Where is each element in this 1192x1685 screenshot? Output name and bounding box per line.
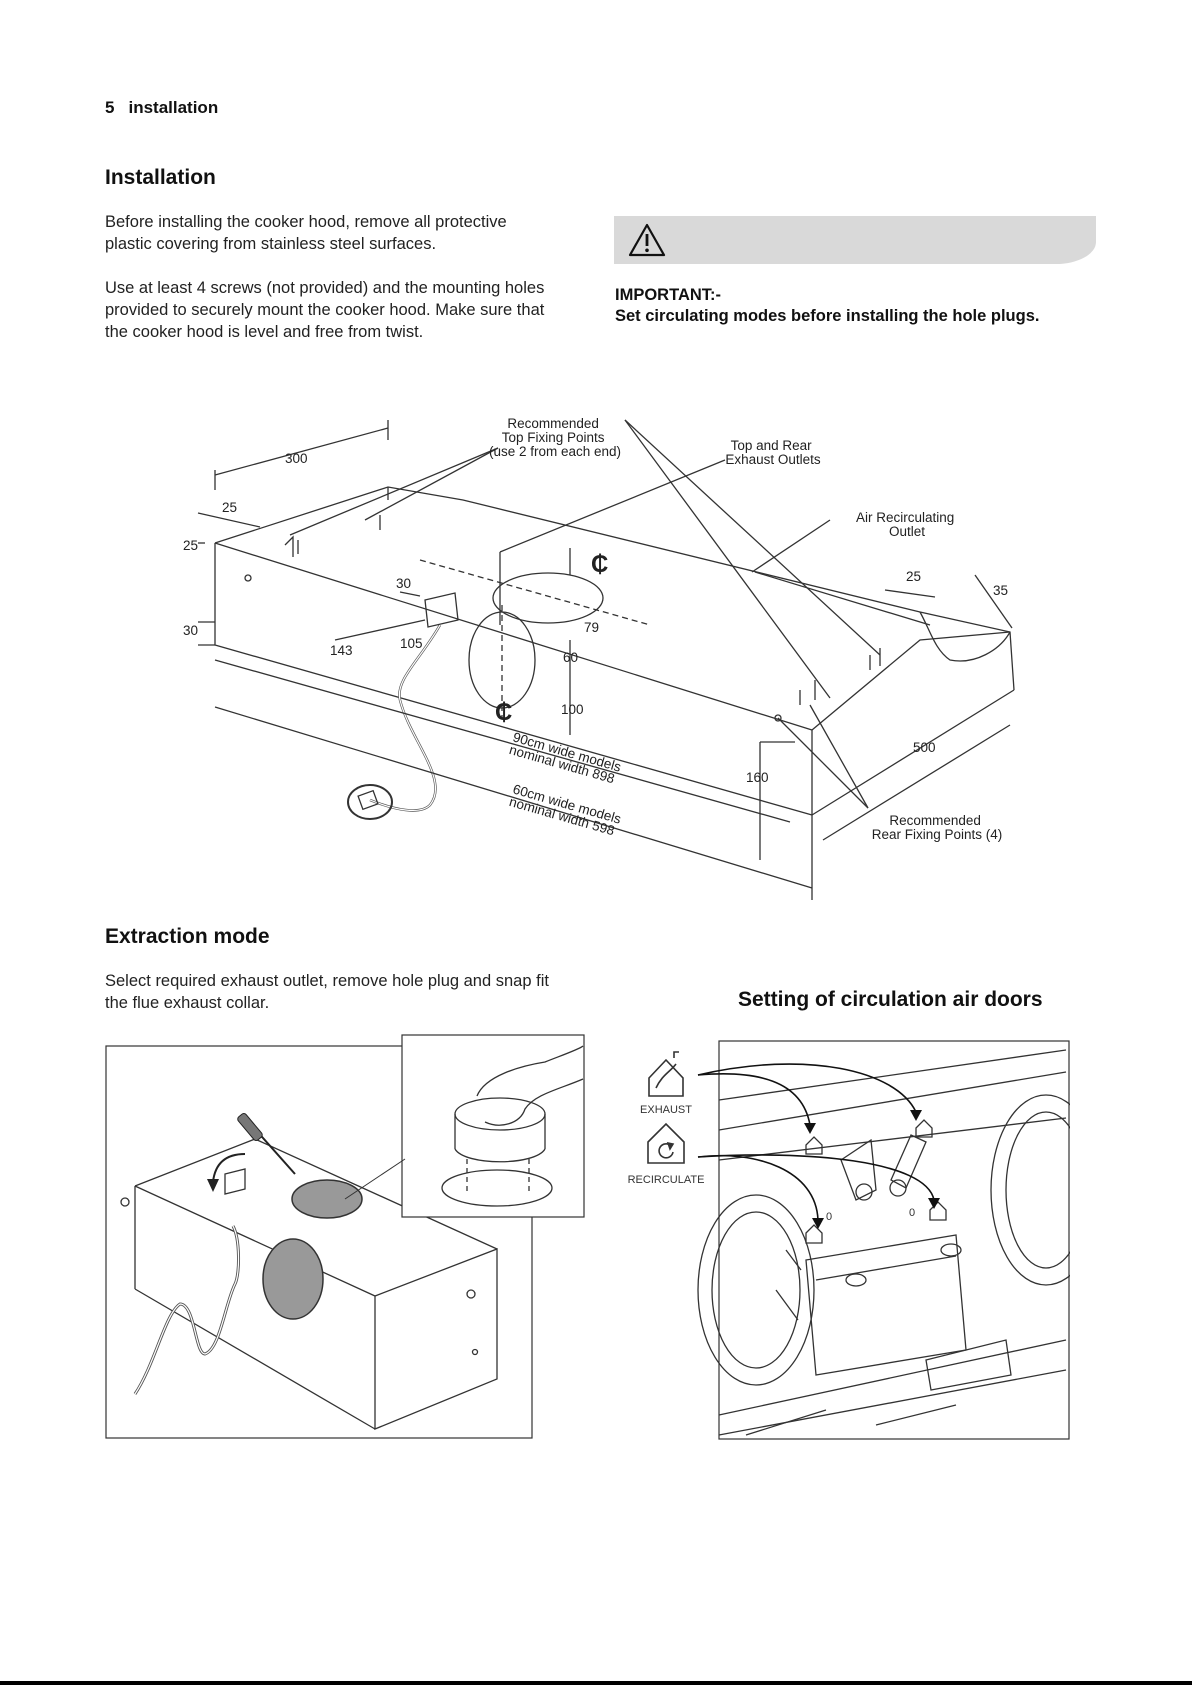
text-line: Use at least 4 screws (not provided) and… [105,279,545,297]
dim-143: 143 [330,643,353,658]
dim-105: 105 [400,636,423,651]
dim-160: 160 [746,770,769,785]
text-line: the flue exhaust collar. [105,994,270,1012]
footer-rule [0,1681,1192,1685]
page-header: 5 installation [105,98,218,118]
exhaust-house-icon [648,1051,684,1097]
hood-dimension-diagram: Recommended Top Fixing Points (use 2 fro… [183,416,1015,900]
dim-300: 300 [285,451,308,466]
screwdriver-icon [237,1113,296,1175]
important-label: IMPORTANT:- [615,286,722,304]
label-top-rear-exhaust: Top and Rear Exhaust Outlets [725,438,821,467]
zero-mark-left: 0 [826,1211,832,1223]
extraction-paragraph: Select required exhaust outlet, remove h… [105,970,549,1014]
dim-35: 35 [993,583,1008,598]
label-recommended-top-fixing: Recommended Top Fixing Points (use 2 fro… [489,416,621,459]
centre-mark-top: ₵ [591,551,608,578]
text-line: Before installing the cooker hood, remov… [105,213,507,231]
text-line: plastic covering from stainless steel su… [105,235,437,253]
label-60cm-models: 60cm wide models nominal width 598 [508,781,627,840]
circulation-heading: Setting of circulation air doors [738,988,1043,1011]
installation-paragraph-2: Use at least 4 screws (not provided) and… [105,277,544,343]
recirculate-house-icon [647,1122,685,1164]
dim-25-side: 25 [183,538,198,553]
rotate-arrow-icon [212,1153,246,1183]
important-text: Set circulating modes before installing … [615,307,1040,325]
installation-paragraph-1: Before installing the cooker hood, remov… [105,211,507,255]
warning-triangle-icon [628,223,666,257]
dim-79: 79 [584,620,599,635]
section-name: installation [128,98,219,117]
page-number: 5 [105,98,115,117]
dim-25-top: 25 [222,500,237,515]
dim-30-side: 30 [183,623,198,638]
dim-100: 100 [561,702,584,717]
dim-25-right: 25 [906,569,921,584]
centre-mark-rear: ₵ [495,699,512,726]
warning-banner [614,216,1096,264]
dim-60: 60 [563,650,578,665]
extraction-illustration [105,1034,585,1439]
important-note: IMPORTANT:- Set circulating modes before… [615,285,1039,327]
dim-30-switch: 30 [396,576,411,591]
text-line: Select required exhaust outlet, remove h… [105,972,549,990]
label-recommended-rear-fixing: Recommended Rear Fixing Points (4) [872,813,1003,842]
dim-500: 500 [913,740,936,755]
text-line: the cooker hood is level and free from t… [105,323,424,341]
installation-heading: Installation [105,166,216,189]
extraction-heading: Extraction mode [105,925,270,948]
label-air-recirculating-outlet: Air Recirculating Outlet [856,510,958,539]
circulation-illustration: EXHAUST RECIRCULATE [628,1040,1070,1440]
zero-mark-right: 0 [909,1207,915,1219]
exhaust-label: EXHAUST [640,1104,692,1116]
label-90cm-models: 90cm wide models nominal width 898 [508,729,627,788]
text-line: provided to securely mount the cooker ho… [105,301,545,319]
recirculate-label: RECIRCULATE [628,1174,705,1186]
